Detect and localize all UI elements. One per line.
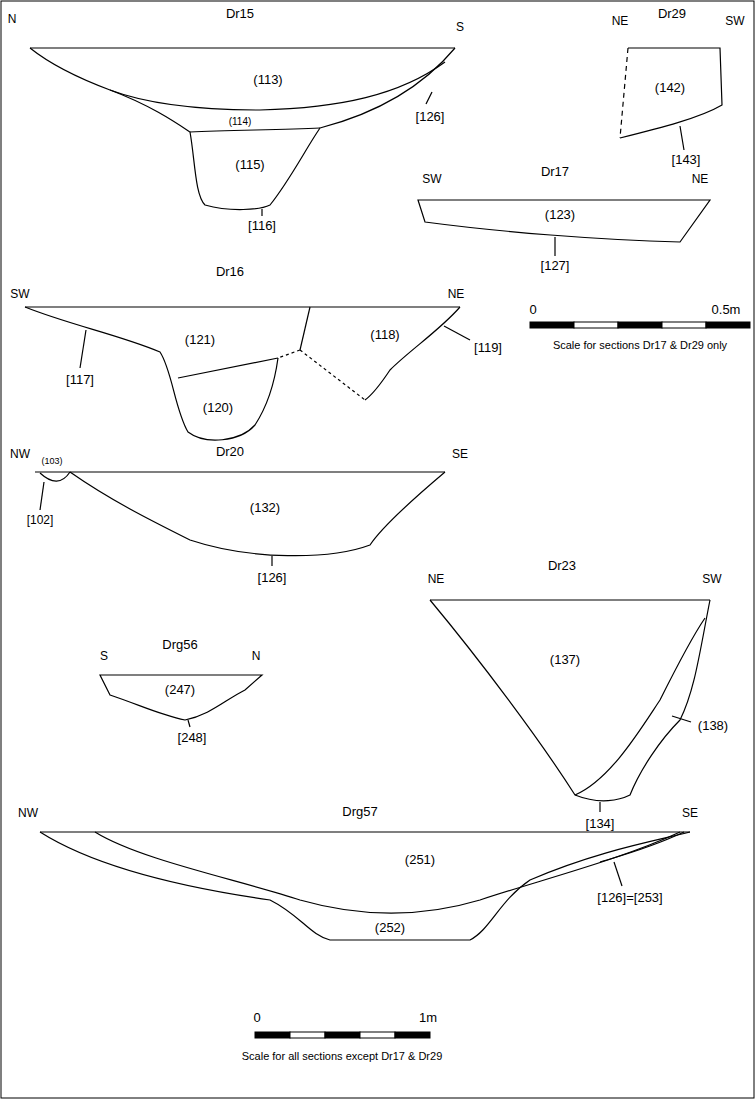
- scale-caption: Scale for sections Dr17 & Dr29 only: [553, 339, 727, 351]
- section-drg56: [100, 675, 262, 727]
- direction-label: SW: [725, 15, 744, 28]
- fill-number: (132): [250, 501, 280, 515]
- fill-number: (118): [370, 328, 399, 342]
- fill-number: (120): [203, 401, 233, 415]
- fill-number: (247): [165, 683, 195, 697]
- direction-label: SW: [702, 573, 721, 586]
- cut-number: [116]: [248, 219, 276, 233]
- fill-number: (115): [235, 158, 264, 172]
- section-dr23: [430, 600, 710, 812]
- fill-number: (251): [405, 853, 435, 867]
- direction-label: NW: [10, 448, 30, 461]
- direction-label: SW: [422, 173, 441, 186]
- cut-number: [102]: [27, 514, 54, 527]
- cut-number: [248]: [178, 731, 207, 745]
- cut-number: [126]=[253]: [597, 891, 662, 905]
- scale-caption: Scale for all sections except Dr17 & Dr2…: [242, 1050, 443, 1062]
- cut-number: [143]: [672, 153, 701, 167]
- direction-label: SE: [452, 448, 468, 461]
- direction-label: NE: [428, 573, 445, 586]
- fill-number: (142): [655, 81, 685, 95]
- section-title: Dr16: [216, 265, 244, 279]
- cut-number: [126]: [258, 571, 287, 585]
- cut-number: [126]: [416, 110, 445, 124]
- cut-number: [134]: [586, 817, 615, 831]
- direction-label: SE: [682, 807, 698, 820]
- direction-label: N: [8, 13, 17, 26]
- section-dr16: [25, 307, 470, 440]
- cut-number: [119]: [474, 341, 502, 355]
- direction-label: S: [100, 650, 108, 663]
- scale-value: 0.5m: [712, 303, 741, 317]
- direction-label: NE: [448, 288, 465, 301]
- fill-number: (137): [550, 653, 580, 667]
- section-title: Drg57: [342, 805, 377, 819]
- section-title: Drg56: [162, 638, 197, 652]
- cut-number: [117]: [66, 373, 94, 387]
- section-dr15: [30, 48, 455, 216]
- scale-value: 1m: [419, 1011, 437, 1025]
- direction-label: NE: [612, 15, 629, 28]
- cut-number: [127]: [541, 259, 570, 273]
- scale-value: 0: [529, 303, 536, 317]
- direction-label: NW: [18, 807, 38, 820]
- fill-number: (103): [41, 457, 62, 467]
- direction-label: NE: [692, 173, 709, 186]
- section-dr20: [35, 472, 445, 566]
- direction-label: S: [456, 21, 464, 34]
- section-title: Dr23: [548, 559, 576, 573]
- fill-number: (252): [375, 921, 405, 935]
- section-dr29: [620, 48, 722, 150]
- fill-number: (114): [229, 116, 252, 127]
- section-title: Dr17: [541, 165, 569, 179]
- direction-label: N: [252, 650, 261, 663]
- section-dr17: [418, 200, 710, 256]
- fill-number: (121): [185, 333, 215, 347]
- section-title: Dr29: [658, 7, 686, 21]
- scale-value: 0: [253, 1011, 260, 1025]
- section-title: Dr20: [216, 445, 244, 459]
- section-title: Dr15: [226, 7, 254, 21]
- direction-label: SW: [10, 288, 29, 301]
- section-drg57: [40, 832, 690, 940]
- fill-number: (123): [545, 208, 575, 222]
- fill-number: (113): [253, 73, 282, 87]
- scale-bar-large: [255, 1032, 430, 1038]
- scale-bar-small: [530, 322, 750, 328]
- fill-number: (138): [698, 719, 728, 733]
